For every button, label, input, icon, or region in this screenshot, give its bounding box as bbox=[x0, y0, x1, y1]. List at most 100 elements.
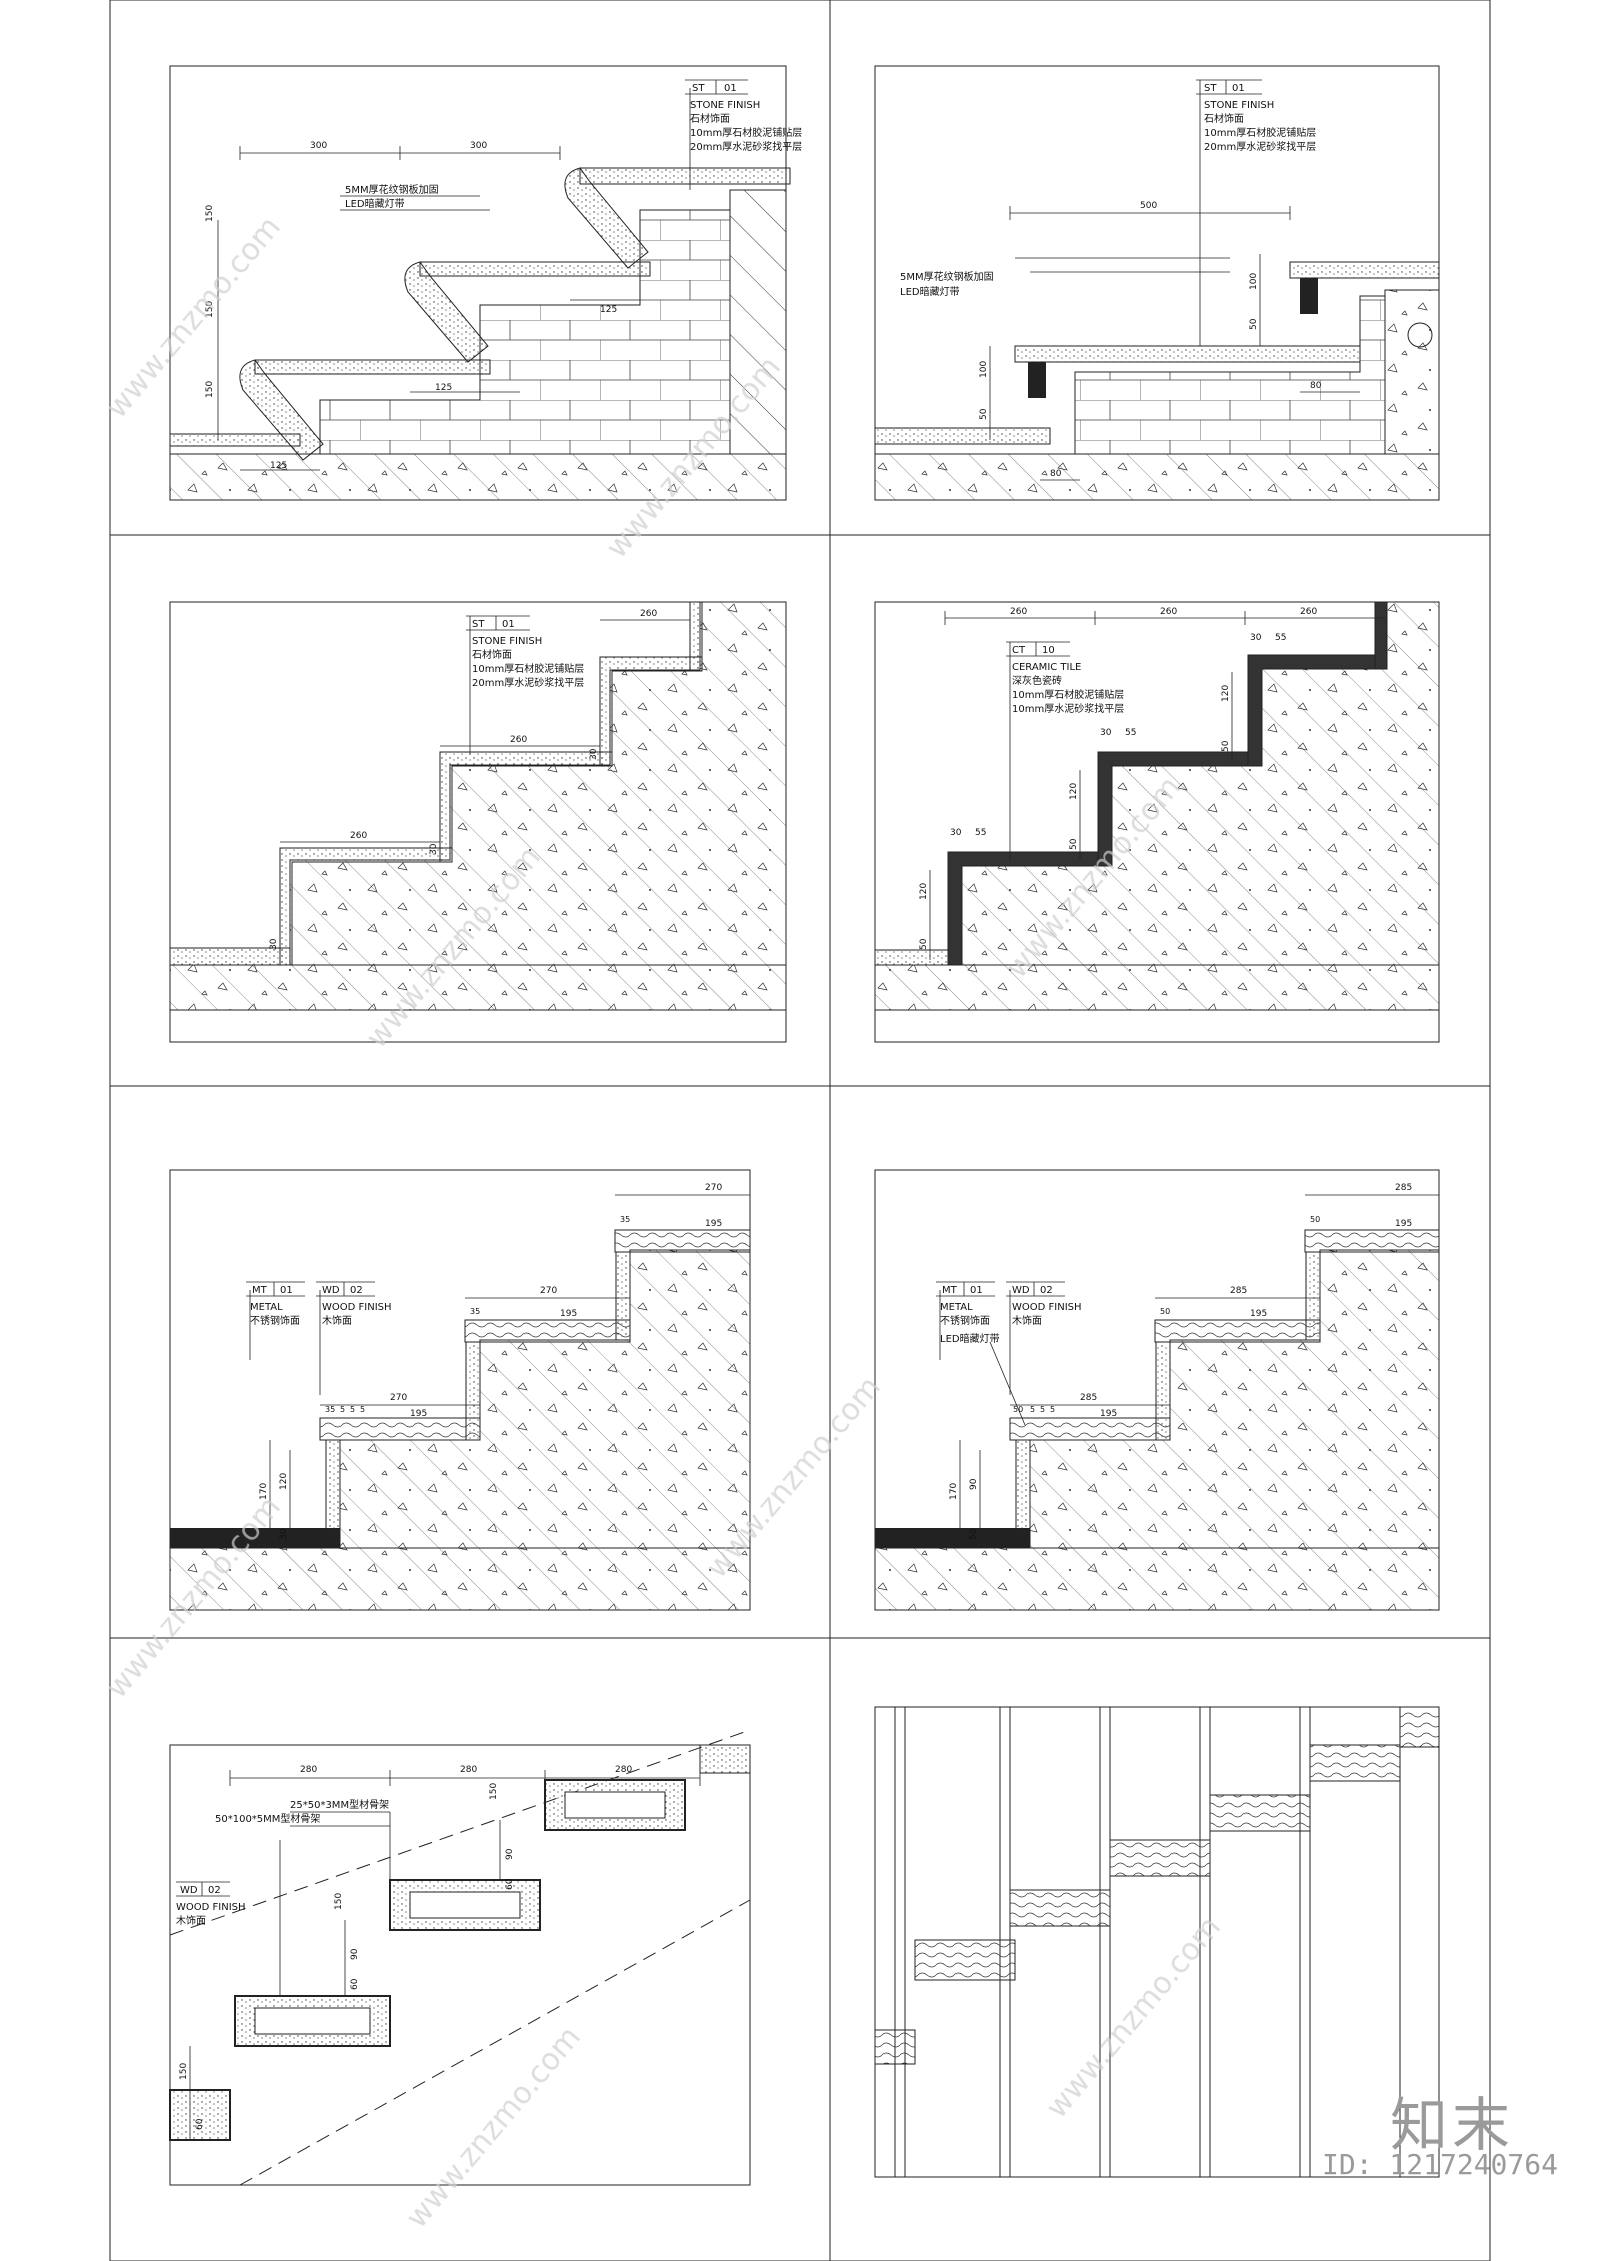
note-heavy-frame: 50*100*5MM型材骨架 bbox=[215, 1812, 320, 1825]
dim-text: 50 bbox=[1160, 1307, 1170, 1316]
spec-line-1: STONE FINISH bbox=[690, 100, 760, 111]
dim-text: 280 bbox=[615, 1765, 632, 1775]
dim-text: 100 bbox=[1249, 273, 1259, 290]
dim-text: 195 bbox=[705, 1219, 722, 1229]
dim-text: 80 bbox=[1310, 381, 1322, 391]
dim-text: 30 bbox=[950, 828, 962, 838]
tag-number: 01 bbox=[1232, 83, 1245, 94]
dim-text: 195 bbox=[1395, 1219, 1412, 1229]
dim-text: 170 bbox=[949, 1483, 959, 1500]
panel-stair-elevation bbox=[874, 1706, 1440, 2177]
dim-text: 195 bbox=[410, 1409, 427, 1419]
dim-text: 50 bbox=[1013, 1405, 1023, 1414]
note-led-strip: LED暗藏灯带 bbox=[345, 197, 405, 210]
dim-text: 50 bbox=[1249, 318, 1259, 330]
dim-text: 120 bbox=[279, 1473, 289, 1490]
spec-line-4: 20mm厚水泥砂浆找平层 bbox=[690, 140, 802, 153]
spec-line-4: 10mm厚水泥砂浆找平层 bbox=[1012, 702, 1124, 715]
tag-code: MT bbox=[942, 1285, 958, 1296]
tag-code: MT bbox=[252, 1285, 268, 1296]
dim-text: 5 bbox=[350, 1405, 355, 1414]
tag-code: ST bbox=[1204, 83, 1217, 94]
dim-text: 90 bbox=[969, 1478, 979, 1490]
dim-text: 30 bbox=[269, 938, 279, 950]
dim-text: 280 bbox=[460, 1765, 477, 1775]
tag-code: ST bbox=[472, 619, 485, 630]
note-steel-plate: 5MM厚花纹钢板加固 bbox=[900, 270, 994, 283]
image-id-label: ID: 1217240764 bbox=[1321, 2148, 1558, 2181]
tag-code: ST bbox=[692, 83, 705, 94]
dim-text: 120 bbox=[919, 883, 929, 900]
spec-line-2: 木饰面 bbox=[1012, 1314, 1042, 1327]
dim-text: 195 bbox=[560, 1309, 577, 1319]
panel-tile-stair: CT 10 CERAMIC TILE 深灰色瓷砖 10mm厚石材胶泥铺贴层 10… bbox=[874, 601, 1440, 1011]
dim-text: 270 bbox=[540, 1286, 557, 1296]
dim-text: 500 bbox=[1140, 201, 1157, 211]
dim-text: 260 bbox=[510, 735, 527, 745]
note-led-strip: LED暗藏灯带 bbox=[940, 1332, 1000, 1345]
dim-text: 50 bbox=[1221, 740, 1231, 752]
dim-text: 285 bbox=[1230, 1286, 1247, 1296]
note-led-strip: LED暗藏灯带 bbox=[900, 285, 960, 298]
dim-text: 90 bbox=[505, 1848, 515, 1860]
panel-stone-step-raised: ST 01 STONE FINISH 石材饰面 10mm厚石材胶泥铺贴层 20m… bbox=[874, 79, 1440, 501]
panel-wood-stair-led: MT 01 WD 02 METAL 不锈钢饰面 WOOD FINISH 木饰面 … bbox=[874, 1183, 1440, 1611]
spec-line-1: METAL bbox=[250, 1302, 283, 1313]
tag-number: 01 bbox=[502, 619, 515, 630]
spec-line-1: WOOD FINISH bbox=[1012, 1302, 1082, 1313]
spec-line-1: WOOD FINISH bbox=[176, 1902, 246, 1913]
panel-wood-stair-metal: MT 01 WD 02 METAL 不锈钢饰面 WOOD FINISH 木饰面 … bbox=[169, 1183, 751, 1611]
dim-text: 150 bbox=[205, 205, 215, 222]
dim-text: 35 bbox=[325, 1405, 335, 1414]
dim-text: 260 bbox=[1300, 607, 1317, 617]
dim-text: 55 bbox=[1275, 633, 1286, 643]
dim-text: 150 bbox=[334, 1893, 344, 1910]
dim-text: 30 bbox=[1100, 728, 1112, 738]
dim-text: 100 bbox=[979, 361, 989, 378]
panel-floating-treads: 25*50*3MM型材骨架 50*100*5MM型材骨架 WD 02 WOOD … bbox=[169, 1729, 751, 2186]
tag-code: WD bbox=[180, 1885, 198, 1896]
dim-text: 150 bbox=[205, 301, 215, 318]
dim-text: 270 bbox=[390, 1393, 407, 1403]
dim-text: 30 bbox=[279, 1528, 289, 1540]
spec-line-3: 10mm厚石材胶泥铺贴层 bbox=[1012, 688, 1124, 701]
dim-text: 5 bbox=[360, 1405, 365, 1414]
dim-text: 60 bbox=[350, 1978, 360, 1990]
dim-text: 50 bbox=[1310, 1215, 1320, 1224]
tag-number: 02 bbox=[1040, 1285, 1053, 1296]
dim-text: 150 bbox=[489, 1783, 499, 1800]
dim-text: 285 bbox=[1395, 1183, 1412, 1193]
tag-number: 02 bbox=[350, 1285, 363, 1296]
dim-text: 35 bbox=[470, 1307, 480, 1316]
dim-text: 50 bbox=[969, 1528, 979, 1540]
dim-text: 60 bbox=[195, 2118, 205, 2130]
spec-line-4: 20mm厚水泥砂浆找平层 bbox=[472, 676, 584, 689]
spec-line-2: 石材饰面 bbox=[1204, 112, 1244, 125]
spec-line-2: 木饰面 bbox=[322, 1314, 352, 1327]
spec-line-1: STONE FINISH bbox=[1204, 100, 1274, 111]
watermark-layer: www.znzmo.com www.znzmo.com www.znzmo.co… bbox=[99, 210, 1228, 2235]
spec-line-3: 10mm厚石材胶泥铺贴层 bbox=[690, 126, 802, 139]
tag-code: WD bbox=[1012, 1285, 1030, 1296]
dim-text: 285 bbox=[1080, 1393, 1097, 1403]
spec-line-1: CERAMIC TILE bbox=[1012, 662, 1081, 673]
dim-text: 270 bbox=[705, 1183, 722, 1193]
dim-text: 280 bbox=[300, 1765, 317, 1775]
spec-line-1: STONE FINISH bbox=[472, 636, 542, 647]
dim-text: 125 bbox=[270, 461, 287, 471]
dim-text: 90 bbox=[350, 1948, 360, 1960]
dim-text: 50 bbox=[1069, 838, 1079, 850]
brand-logo: 知末 bbox=[1389, 2091, 1514, 2159]
dim-text: 125 bbox=[435, 383, 452, 393]
spec-line-1: METAL bbox=[940, 1302, 973, 1313]
dim-text: 260 bbox=[1010, 607, 1027, 617]
dim-text: 55 bbox=[1125, 728, 1136, 738]
tag-code: WD bbox=[322, 1285, 340, 1296]
dim-text: 50 bbox=[979, 408, 989, 420]
dim-text: 55 bbox=[975, 828, 986, 838]
dim-text: 30 bbox=[1250, 633, 1262, 643]
dim-text: 35 bbox=[620, 1215, 630, 1224]
dim-text: 150 bbox=[205, 381, 215, 398]
dim-text: 195 bbox=[1100, 1409, 1117, 1419]
